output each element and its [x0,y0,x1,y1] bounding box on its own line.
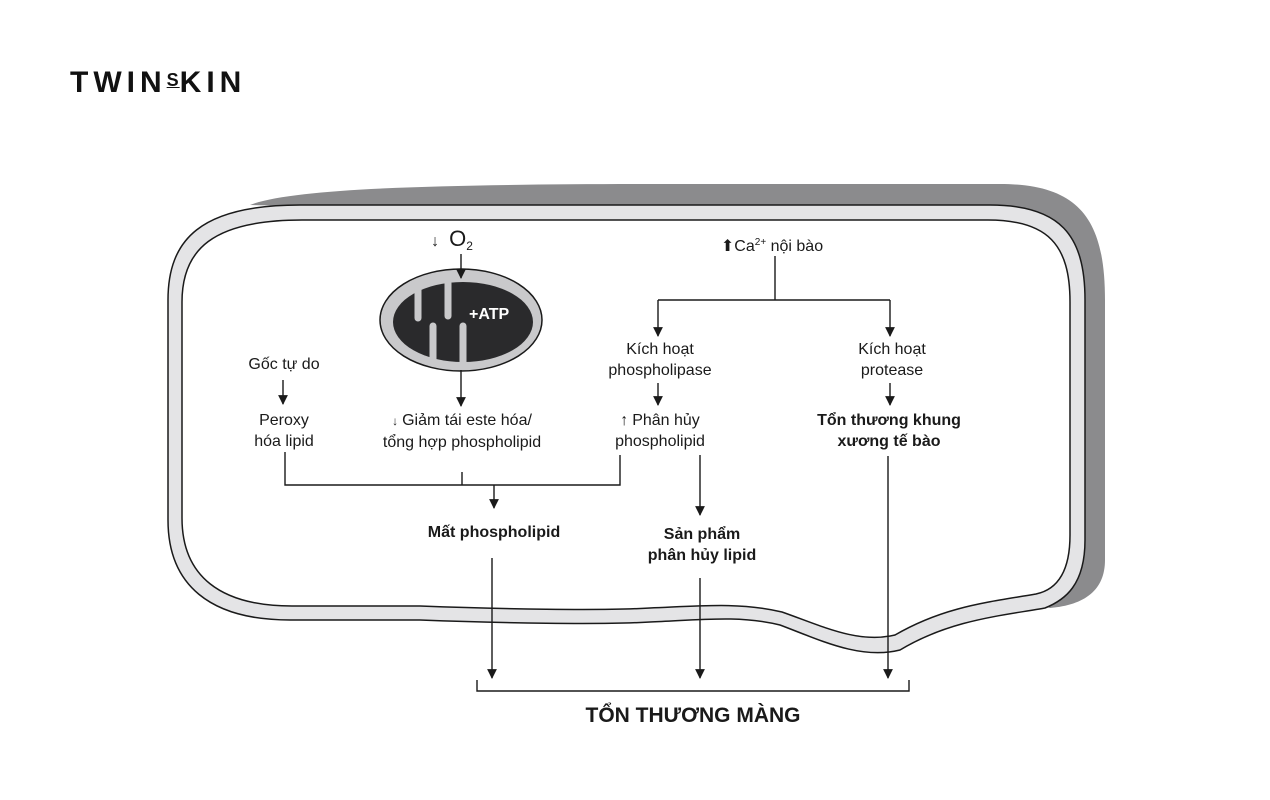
membrane-damage-label: TỔN THƯƠNG MÀNG [585,704,801,727]
mitochondria-cristae [414,279,467,366]
calcium-label: ⬆Ca2+ nội bào [720,237,824,255]
phospholipid-breakdown-label: ↑Phân hủy phospholipid [615,412,705,450]
atp-label: +ATP [469,306,510,323]
reesterification-label: ↓Giảm tái este hóa/ tổng hợp phospholipi… [382,412,542,451]
brand-logo: TWINSKIN [70,66,247,99]
oxygen-label: ↓O2 [431,226,473,254]
mitochondria-inner [393,282,533,362]
phospholipid-loss-label: Mất phospholipid [427,524,561,541]
free-radical-label: Gốc tự do [248,356,320,373]
merge-bracket [284,452,621,486]
membrane-damage-bracket [476,680,910,692]
